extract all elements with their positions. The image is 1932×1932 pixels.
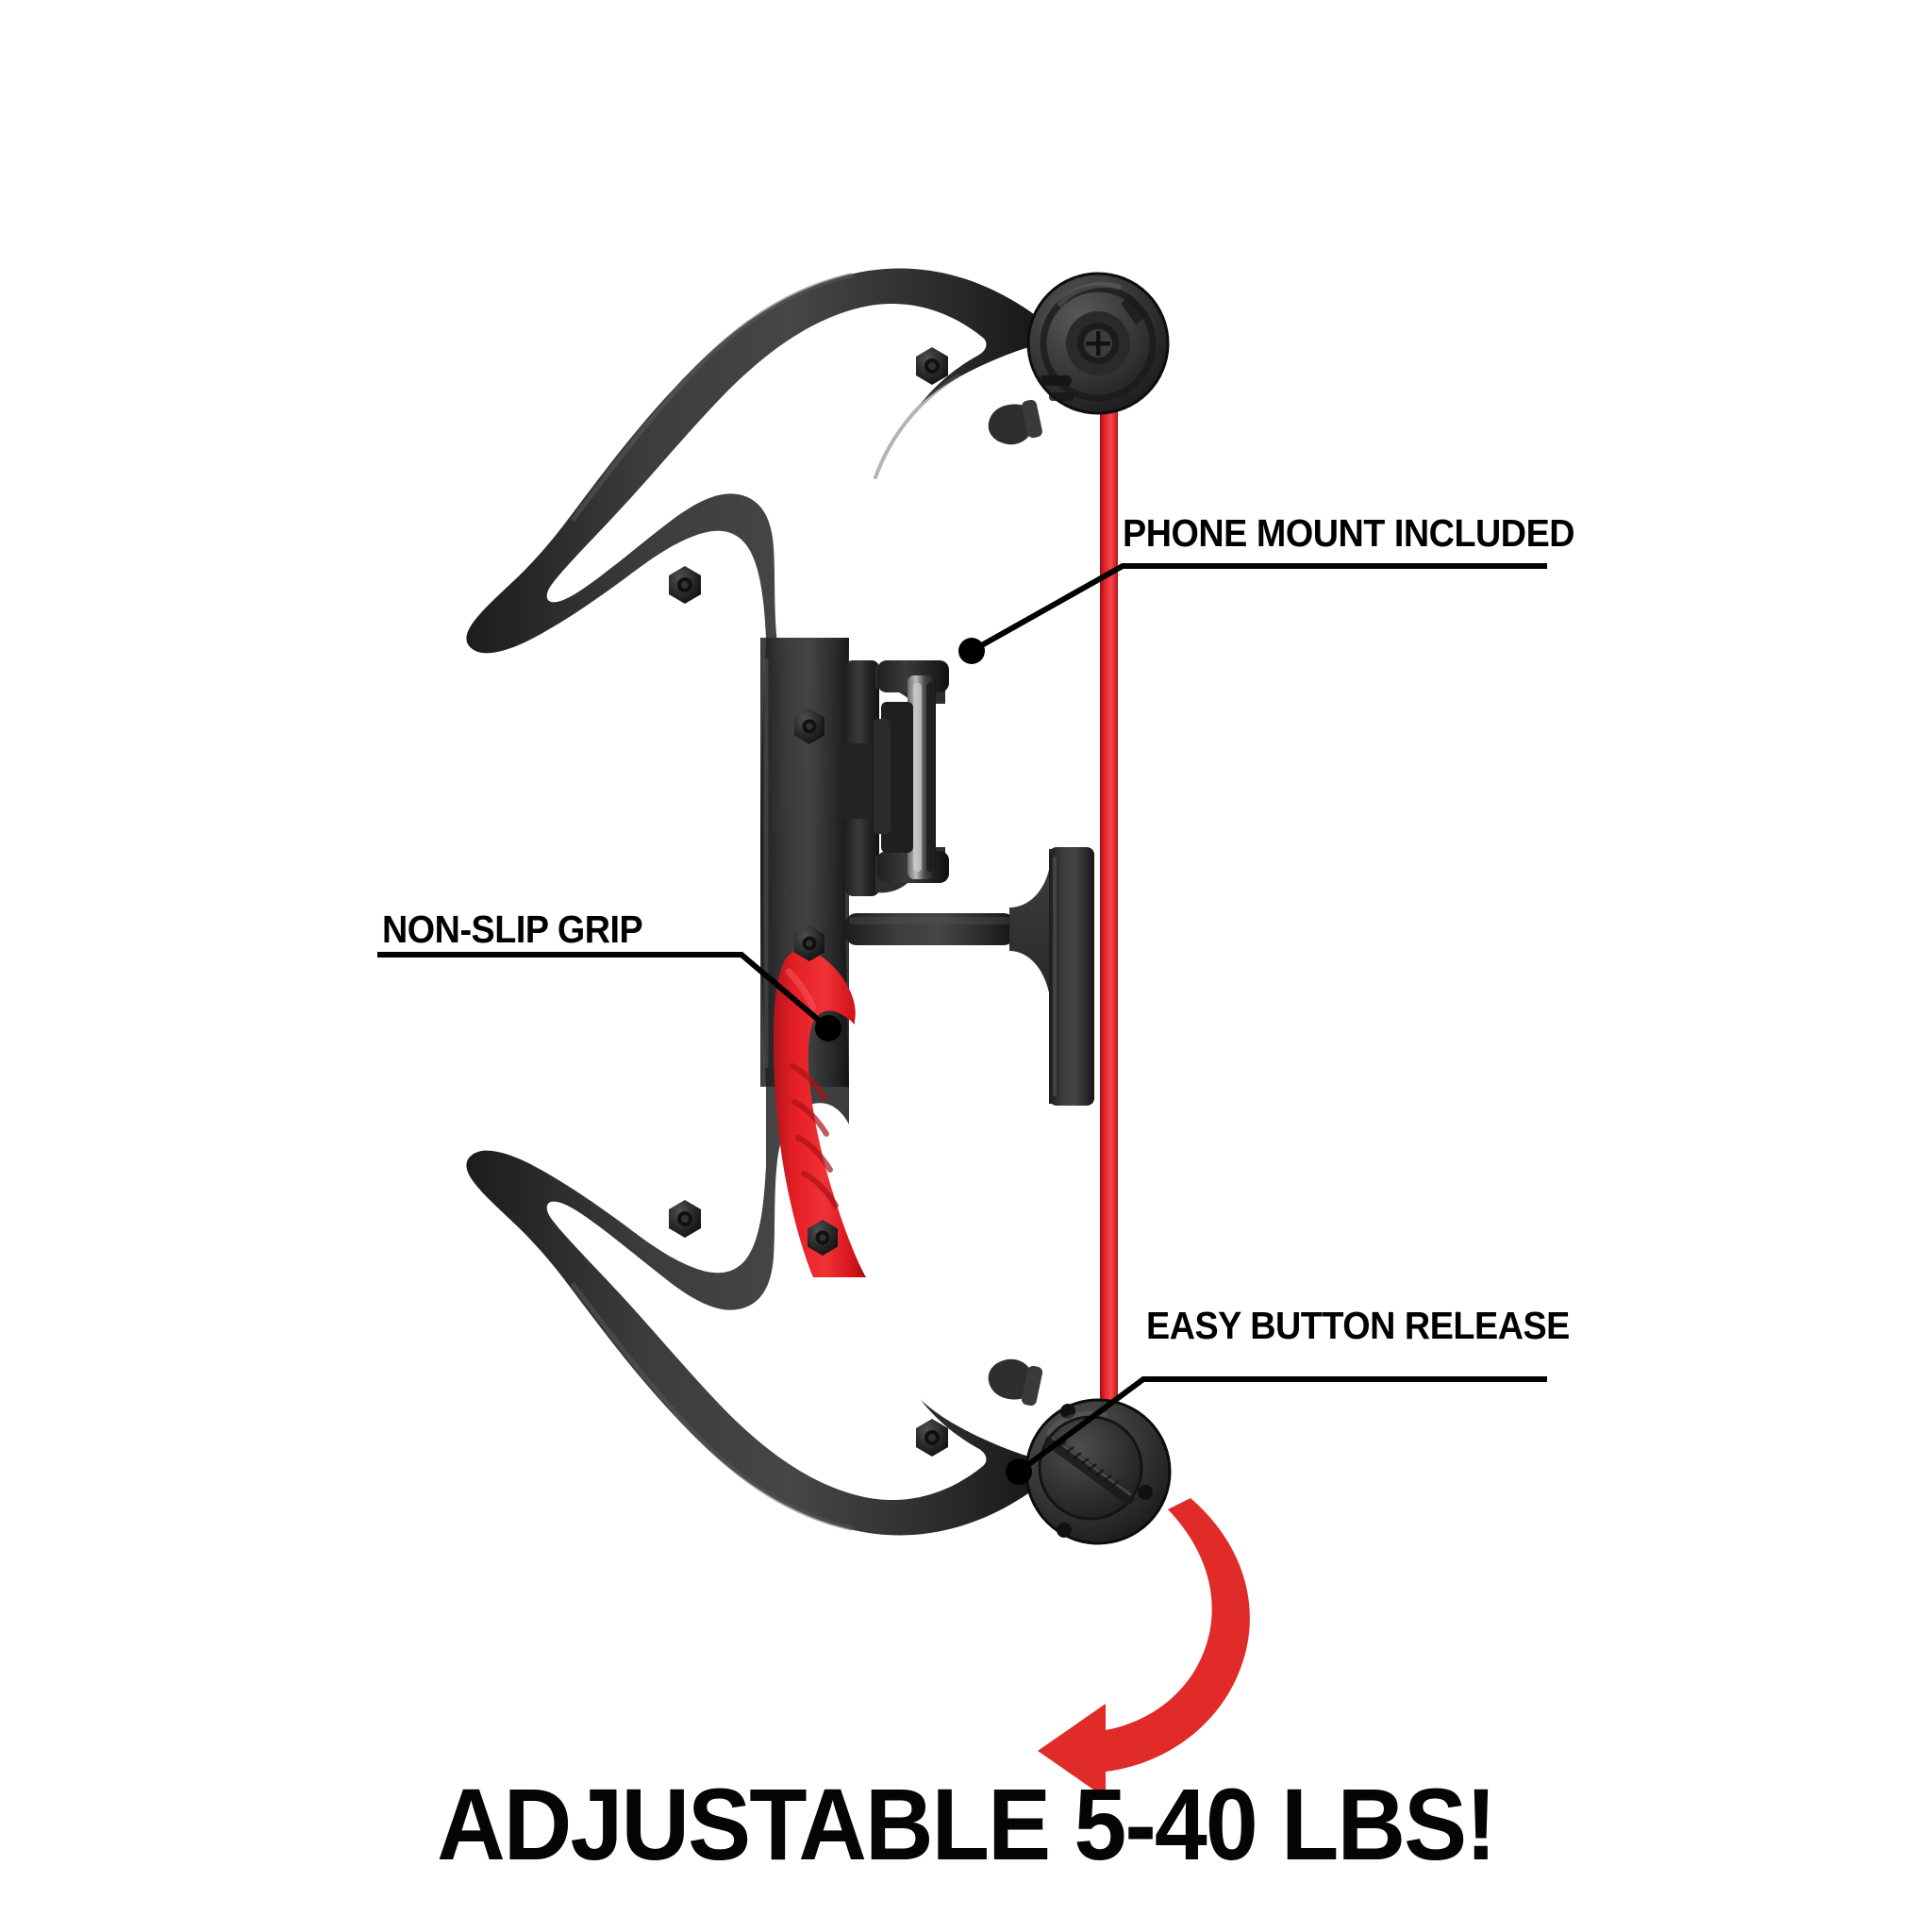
bowstring xyxy=(1100,311,1118,1495)
leader-non-slip-grip xyxy=(377,952,841,1041)
callout-label-phone-mount: PHONE MOUNT INCLUDED xyxy=(1123,511,1575,555)
leader-dot-non-slip-grip xyxy=(815,1015,841,1041)
callout-label-easy-button-release: EASY BUTTON RELEASE xyxy=(1146,1304,1570,1347)
leader-phone-mount xyxy=(958,563,1547,664)
lower-limb xyxy=(466,1087,1057,1536)
arrow-rest-bracket xyxy=(845,847,1094,1106)
upper-limb xyxy=(466,268,1057,717)
phone-mount-clamp xyxy=(838,660,949,896)
callout-label-non-slip-grip: NON-SLIP GRIP xyxy=(382,908,643,951)
headline-adjustable-weight: ADJUSTABLE 5-40 LBS! xyxy=(437,1767,1497,1881)
lower-cam-dial xyxy=(988,1358,1172,1545)
non-slip-grip xyxy=(774,948,866,1277)
leader-dot-easy-button-release xyxy=(1006,1458,1032,1485)
hex-bolts xyxy=(669,347,948,1457)
leader-easy-button-release xyxy=(1006,1376,1547,1485)
upper-cam-wheel xyxy=(988,272,1170,445)
clockwise-rotation-arrow xyxy=(1038,1498,1250,1798)
leader-dot-phone-mount xyxy=(958,638,985,664)
